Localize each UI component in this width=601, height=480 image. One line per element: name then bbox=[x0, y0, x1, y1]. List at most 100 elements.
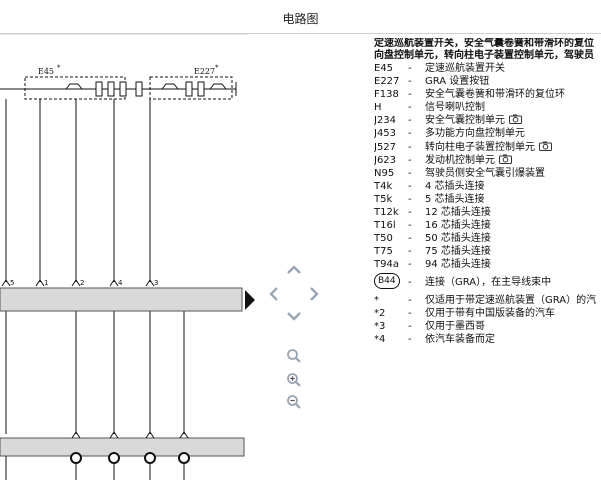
legend-code: T75 bbox=[374, 246, 393, 258]
legend-dash: - bbox=[408, 259, 412, 271]
legend-panel: 定速巡航装置开关，安全气囊卷簧和带滑环的复位 向盘控制单元，转向柱电子装置控制单… bbox=[374, 38, 601, 480]
wiring-diagram[interactable]: E45 * E227 * 5 1 2 bbox=[0, 34, 248, 480]
legend-dash: - bbox=[408, 233, 412, 245]
legend-item: T50 - 50 芯插头连接 bbox=[374, 232, 601, 245]
legend-desc-text: 安全气囊控制单元 bbox=[425, 115, 505, 127]
legend-desc: 5 芯插头连接 bbox=[425, 193, 485, 205]
legend-desc: 75 芯插头连接 bbox=[425, 246, 491, 258]
legend-dash: - bbox=[408, 102, 412, 114]
legend-item: J453-多功能方向盘控制单元 bbox=[374, 127, 601, 140]
legend-dash: - bbox=[408, 246, 412, 258]
chevron-left-icon[interactable] bbox=[262, 282, 286, 306]
note-desc: 仅用于带有中国版装备的汽车 bbox=[425, 307, 555, 319]
legend-code: N95 bbox=[374, 167, 395, 179]
legend-item: T94a- 94 芯插头连接 bbox=[374, 258, 601, 271]
chevron-down-icon[interactable] bbox=[282, 304, 306, 328]
legend-desc: 12 芯插头连接 bbox=[425, 207, 491, 219]
pin-label: 3 bbox=[154, 279, 158, 287]
legend-code: J453 bbox=[374, 128, 397, 140]
legend-list: E45-定速巡航装置开关 E227-GRA 设置按钮 F138-安全气囊卷簧和带… bbox=[374, 62, 601, 346]
legend-note: *3 - 仅用于墨西哥 bbox=[374, 320, 601, 333]
note-code: * bbox=[374, 294, 379, 306]
legend-desc-text: 转向柱电子装置控制单元 bbox=[425, 141, 535, 153]
note-code: *3 bbox=[374, 320, 386, 332]
legend-code: T94a bbox=[374, 259, 399, 271]
chevron-right-icon[interactable] bbox=[302, 282, 326, 306]
legend-desc: 50 芯插头连接 bbox=[425, 233, 491, 245]
camera-icon[interactable] bbox=[539, 141, 552, 151]
legend-desc: 安全气囊控制单元 bbox=[425, 114, 522, 127]
legend-dash: - bbox=[408, 220, 412, 232]
page-title: 电路图 bbox=[282, 12, 319, 26]
pin-arrows bbox=[1, 279, 155, 287]
legend-heading: 定速巡航装置开关，安全气囊卷簧和带滑环的复位 向盘控制单元，转向柱电子装置控制单… bbox=[374, 38, 601, 62]
legend-desc: 转向柱电子装置控制单元 bbox=[425, 141, 552, 154]
pin-label: 1 bbox=[44, 279, 48, 287]
legend-desc: GRA 设置按钮 bbox=[425, 76, 490, 88]
legend-code: T5k bbox=[374, 193, 393, 205]
zoom-out-icon[interactable] bbox=[282, 390, 306, 414]
component-mark-e227: * bbox=[215, 64, 219, 72]
legend-desc: 4 芯插头连接 bbox=[425, 180, 485, 192]
legend-item: T12k-12 芯插头连接 bbox=[374, 206, 601, 219]
component-label-e45: E45 bbox=[38, 67, 54, 76]
zoom-search-icon[interactable] bbox=[282, 344, 306, 368]
pin-label: 2 bbox=[80, 279, 84, 287]
note-desc: 仅用于墨西哥 bbox=[425, 320, 485, 332]
legend-item: T5k - 5 芯插头连接 bbox=[374, 193, 601, 206]
legend-dash: - bbox=[408, 333, 412, 345]
legend-desc: 94 芯插头连接 bbox=[425, 259, 491, 271]
legend-dash: - bbox=[408, 320, 412, 332]
legend-code: J234 bbox=[374, 115, 397, 127]
legend-code: T50 bbox=[374, 233, 393, 245]
legend-dash: - bbox=[408, 167, 412, 179]
component-label-e227: E227 bbox=[194, 67, 215, 76]
legend-item: J527-转向柱电子装置控制单元 bbox=[374, 141, 601, 154]
pin-label: 4 bbox=[118, 279, 123, 287]
connector-bubble: B44 bbox=[374, 272, 400, 289]
legend-dash: - bbox=[408, 307, 412, 319]
legend-note: *4-依汽车装备而定 bbox=[374, 333, 601, 346]
legend-connector-item: B44 - 连接（GRA），在主导线束中 bbox=[374, 272, 601, 294]
legend-desc: 安全气囊卷簧和带滑环的复位环 bbox=[425, 89, 565, 101]
legend-item: F138- 安全气囊卷簧和带滑环的复位环 bbox=[374, 88, 601, 101]
legend-desc: 发动机控制单元 bbox=[425, 154, 512, 167]
legend-code: H bbox=[374, 102, 382, 114]
legend-code: J527 bbox=[374, 141, 397, 153]
legend-dash: - bbox=[408, 294, 412, 306]
legend-item: H-信号喇叭控制 bbox=[374, 101, 601, 114]
legend-dash: - bbox=[408, 276, 412, 288]
legend-note: *2-仅用于带有中国版装备的汽车 bbox=[374, 307, 601, 320]
connector-bar-upper bbox=[0, 287, 243, 312]
legend-dash: - bbox=[408, 193, 412, 205]
legend-code: F138 bbox=[374, 89, 399, 101]
legend-item: E227- GRA 设置按钮 bbox=[374, 75, 601, 88]
camera-icon[interactable] bbox=[499, 154, 512, 164]
legend-desc: 定速巡航装置开关 bbox=[425, 63, 505, 74]
legend-code: E227 bbox=[374, 76, 400, 88]
zoom-in-icon[interactable] bbox=[282, 368, 306, 392]
legend-item: E45-定速巡航装置开关 bbox=[374, 62, 601, 75]
legend-item: J623-发动机控制单元 bbox=[374, 154, 601, 167]
legend-code: T16l bbox=[374, 220, 396, 232]
legend-dash: - bbox=[408, 89, 412, 101]
legend-item: J234- 安全气囊控制单元 bbox=[374, 114, 601, 127]
connector-code: B44 bbox=[374, 272, 400, 289]
legend-desc: 连接（GRA），在主导线束中 bbox=[425, 276, 552, 288]
legend-dash: - bbox=[408, 180, 412, 192]
legend-desc-text: 发动机控制单元 bbox=[425, 154, 495, 166]
legend-desc: 驾驶员侧安全气囊引爆装置 bbox=[425, 167, 545, 179]
chevron-up-icon[interactable] bbox=[282, 258, 306, 282]
wire-group bbox=[5, 99, 185, 434]
legend-item: T75 - 75 芯插头连接 bbox=[374, 245, 601, 258]
note-desc: 仅适用于带定速巡航装置（GRA）的汽 bbox=[425, 294, 597, 306]
connector-bar-lower bbox=[0, 437, 245, 457]
panel-collapse-icon[interactable] bbox=[244, 289, 256, 311]
diagram-navigation bbox=[258, 258, 338, 418]
title-divider bbox=[0, 33, 601, 34]
pin-label: 5 bbox=[10, 279, 14, 287]
camera-icon[interactable] bbox=[509, 114, 522, 125]
legend-dash: - bbox=[408, 115, 412, 127]
legend-dash: - bbox=[408, 76, 412, 88]
legend-heading-line: 定速巡航装置开关，安全气囊卷簧和带滑环的复位 bbox=[374, 38, 594, 49]
